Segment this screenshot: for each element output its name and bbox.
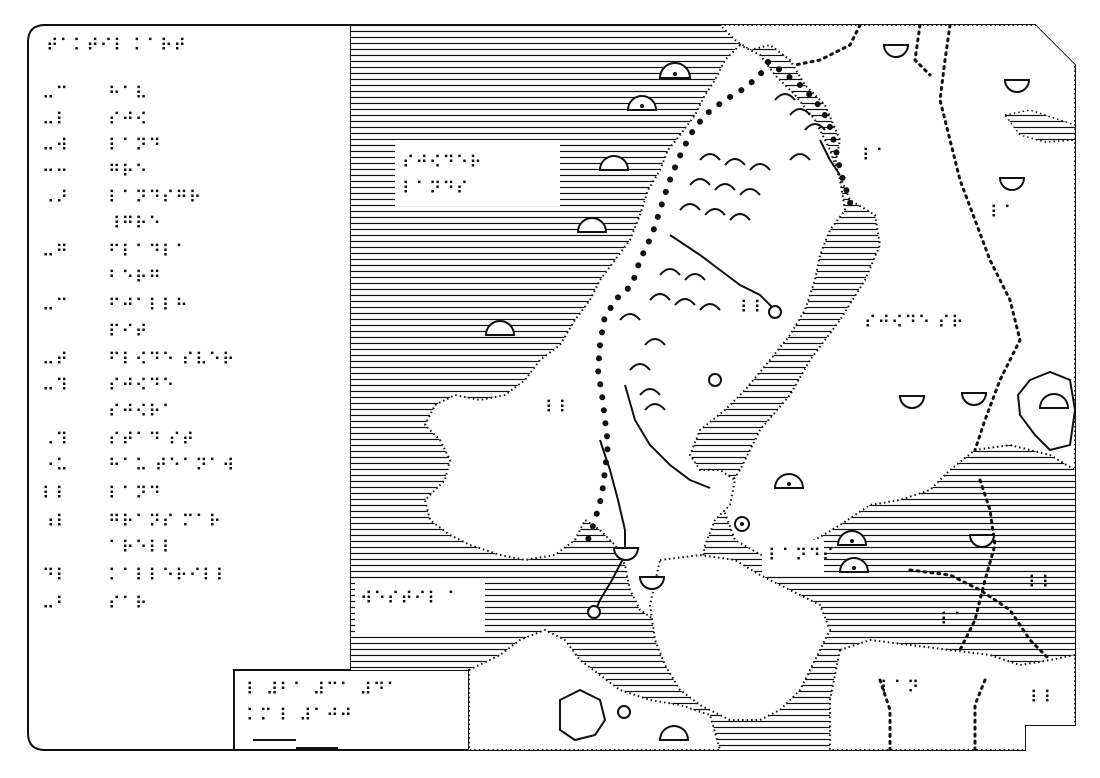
border-east-3 bbox=[913, 25, 932, 77]
legend-row-12-symbol: ⠤⠹ bbox=[42, 376, 69, 396]
legend-row-3-text: ⠇⠁⠝⠙ bbox=[108, 136, 162, 156]
river-2 bbox=[594, 439, 626, 613]
label-south-small: ⠇⠁ bbox=[940, 610, 967, 630]
label-box-sea bbox=[395, 140, 560, 206]
land-south-center bbox=[648, 553, 832, 721]
border-east bbox=[938, 25, 1022, 452]
legend-row-17-symbol: ⠰⠇ bbox=[42, 512, 69, 532]
legend-row-5-text: ⠇⠁⠝⠙⠎⠛⠗ bbox=[108, 188, 203, 208]
legend-row-2-text: ⠎⠚⠪ bbox=[108, 110, 149, 130]
legend-row-5-symbol: ⠠⠜ bbox=[42, 188, 69, 208]
legend-row-1-text: ⠓⠁⠧ bbox=[108, 84, 149, 104]
label-east-small: ⠇⠁ bbox=[862, 146, 889, 166]
legend-row-4-text: ⠛⠗⠑ bbox=[108, 162, 149, 182]
island-east bbox=[1016, 370, 1075, 452]
legend-row-11-text: ⠋⠇⠪⠙⠑ ⠎⠧⠑⠗ bbox=[108, 350, 236, 370]
legend-row-18-text: ⠁⠗⠑⠇⠇ bbox=[108, 538, 176, 558]
label-river-mouth: ⠇⠇ bbox=[740, 298, 767, 318]
legend-row-9-symbol: ⠤⠉ bbox=[42, 296, 69, 316]
legend-row-16-text: ⠇⠁⠝⠙ bbox=[108, 484, 162, 504]
legend-row-15-symbol: ⠐⠥ bbox=[42, 456, 69, 476]
lake-southwest bbox=[559, 688, 607, 742]
label-region-center: ⠇⠁⠝⠙⠎ bbox=[768, 546, 836, 566]
legend-row-12-text: ⠎⠚⠪⠙⠑ bbox=[108, 376, 176, 396]
legend-row-11-symbol: ⠤⠞ bbox=[42, 350, 69, 370]
legend-heading: ⠞⠁⠅⠞⠊⠇ ⠅⠁⠗⠞ bbox=[46, 36, 187, 56]
label-box-west bbox=[355, 580, 485, 635]
legend-row-15-text: ⠓⠁⠥ ⠞⠑⠁⠝⠁⠺ bbox=[108, 456, 236, 476]
border-south-3 bbox=[878, 678, 892, 750]
label-north-small: ⠇⠁ bbox=[990, 203, 1017, 223]
land-peninsula bbox=[423, 43, 847, 622]
port-center-dots bbox=[640, 72, 856, 570]
legend-row-19-symbol: ⠙⠇ bbox=[42, 566, 69, 586]
border-south-region bbox=[908, 568, 1052, 662]
border-south-region-2 bbox=[958, 478, 997, 652]
legend-row-14-symbol: ⠠⠹ bbox=[42, 430, 69, 450]
legend-row-7-symbol: ⠤⠛ bbox=[42, 242, 69, 262]
land-east bbox=[717, 25, 1075, 562]
label-box-mid bbox=[762, 540, 824, 574]
legend-row-16-symbol: ⠇⠇ bbox=[42, 484, 69, 504]
mountain-symbols bbox=[619, 93, 826, 411]
island-north bbox=[1003, 109, 1075, 143]
legend-row-2-symbol: ⠤⠇ bbox=[42, 110, 69, 130]
legend-row-7-text: ⠋⠇⠁⠙⠇⠁ bbox=[108, 242, 189, 262]
falls-symbols bbox=[612, 44, 1031, 590]
legend-row-8-text: ⠃⠑⠗⠛ bbox=[108, 268, 162, 288]
legend-row-13-text: ⠎⠚⠪⠗⠁ bbox=[108, 402, 176, 422]
scale-label-line-1: ⠇ ⠼⠃⠁ ⠼⠉⠁ ⠼⠙⠁ bbox=[246, 680, 400, 700]
border-east-2 bbox=[793, 25, 862, 67]
river-4 bbox=[819, 139, 841, 176]
legend-row-3-symbol: ⠤⠺ bbox=[42, 136, 69, 156]
legend-row-9-text: ⠋⠚⠁⠇⠇⠓ bbox=[108, 296, 189, 316]
river-1 bbox=[669, 234, 776, 311]
label-sea-north: ⠎⠚⠪⠙⠑⠗ ⠇⠁⠝⠙⠎ bbox=[402, 153, 483, 199]
label-far-east-small: ⠇⠇ bbox=[1030, 688, 1057, 708]
legend-row-6-text: ⠸⠛⠗⠑ bbox=[108, 214, 162, 234]
legend-row-1-symbol: ⠤⠉ bbox=[42, 84, 69, 104]
label-region-east: ⠎⠚⠪⠙⠑ ⠎⠗ bbox=[864, 313, 965, 333]
legend-row-19-text: ⠅⠁⠇⠇⠑⠗⠊⠇⠇ bbox=[108, 566, 230, 586]
border-south-4 bbox=[973, 678, 987, 750]
legend-row-17-text: ⠛⠗⠁⠝⠎ ⠍⠁⠗ bbox=[108, 512, 223, 532]
land-southwest bbox=[468, 628, 722, 750]
label-sea-west: ⠺⠑⠎⠞⠊⠇ ⠁ bbox=[360, 589, 461, 609]
label-southeast-small: ⠇⠇ bbox=[1028, 573, 1055, 593]
river-3 bbox=[624, 384, 711, 489]
label-mid-small: ⠇⠇ bbox=[545, 398, 572, 418]
legend-row-20-text: ⠎⠁⠗ bbox=[108, 594, 149, 614]
legend-row-10-text: ⠏⠊⠞ bbox=[108, 322, 149, 342]
legend-row-4-symbol: ⠒⠒ bbox=[42, 162, 69, 182]
port-symbols bbox=[484, 62, 1070, 741]
scale-label-line-2: ⠅⠍ ⠇ ⠼⠁⠚⠚ bbox=[246, 706, 353, 726]
legend-row-20-symbol: ⠤⠃ bbox=[42, 594, 69, 614]
label-bay: ⠇⠁⠝ bbox=[880, 678, 921, 698]
legend-row-14-text: ⠎⠞⠁⠙ ⠎⠞ bbox=[108, 430, 196, 450]
